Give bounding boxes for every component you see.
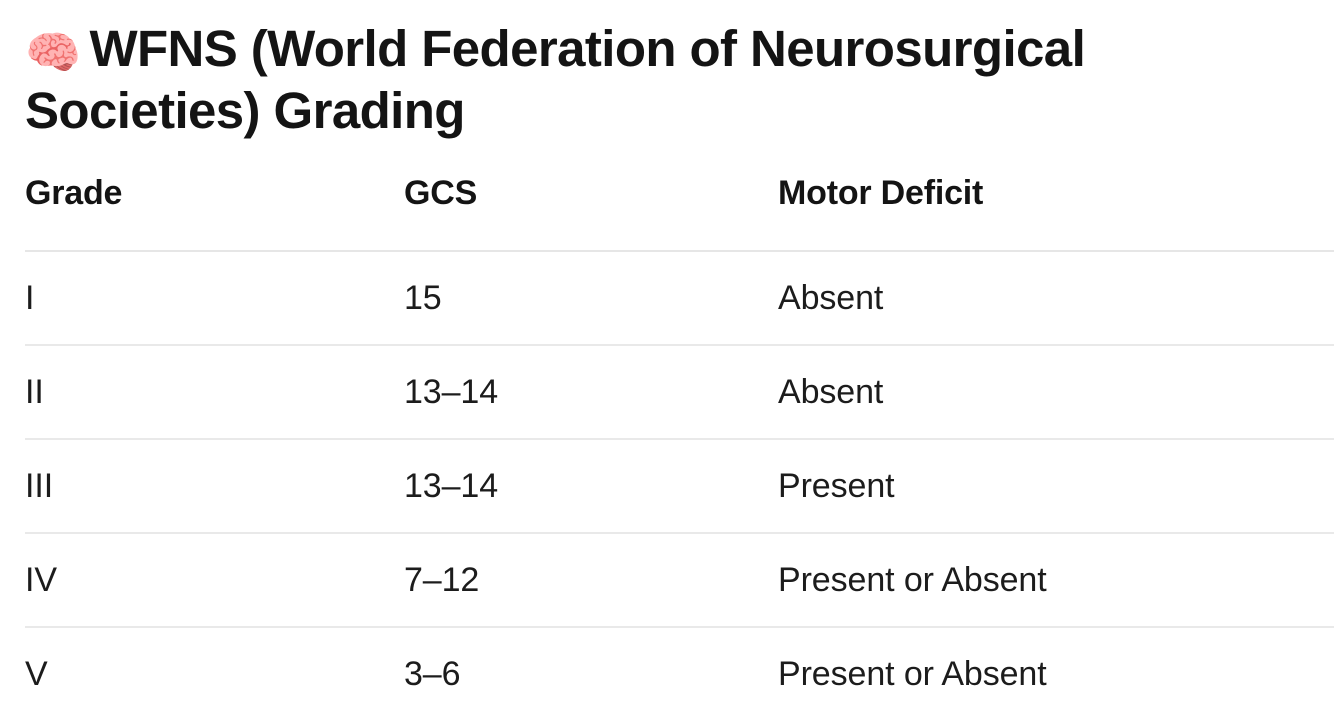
cell-gcs: 13–14 xyxy=(404,345,778,441)
table-row: I 15 Absent xyxy=(25,251,1334,347)
table-row: V 3–6 Present or Absent xyxy=(25,627,1334,720)
cell-grade: IV xyxy=(25,533,404,629)
table-header: Grade GCS Motor Deficit xyxy=(25,174,1334,253)
table-row: II 13–14 Absent xyxy=(25,345,1334,441)
cell-grade: V xyxy=(25,654,48,693)
cell-motor-deficit: Absent xyxy=(778,251,1334,347)
cell-motor-deficit: Present or Absent xyxy=(778,654,1047,693)
cell-gcs: 13–14 xyxy=(404,439,778,535)
cell-gcs: 3–6 xyxy=(404,654,461,693)
cell-grade: II xyxy=(25,345,404,441)
column-header-grade: Grade xyxy=(25,174,404,253)
brain-icon: 🧠 xyxy=(25,26,81,79)
cell-gcs: 15 xyxy=(404,251,778,347)
table-body: I 15 Absent II 13–14 Absent III 13–14 Pr… xyxy=(25,251,1334,720)
cell-motor-deficit: Absent xyxy=(778,345,1334,441)
table-row: IV 7–12 Present or Absent xyxy=(25,533,1334,629)
cell-grade: III xyxy=(25,439,404,535)
table-row: III 13–14 Present xyxy=(25,439,1334,535)
table-header-row: Grade GCS Motor Deficit xyxy=(25,174,1334,253)
page-title: 🧠WFNS (World Federation of Neurosurgical… xyxy=(25,0,1315,142)
column-header-motor-deficit: Motor Deficit xyxy=(778,174,1334,253)
cell-gcs: 7–12 xyxy=(404,533,778,629)
cell-grade: I xyxy=(25,251,404,347)
page-title-text: WFNS (World Federation of Neurosurgical … xyxy=(25,20,1086,140)
wfns-grading-table: Grade GCS Motor Deficit I 15 Absent II 1… xyxy=(25,174,1334,720)
cell-motor-deficit: Present or Absent xyxy=(778,533,1334,629)
cell-motor-deficit: Present xyxy=(778,439,1334,535)
column-header-gcs: GCS xyxy=(404,174,778,253)
